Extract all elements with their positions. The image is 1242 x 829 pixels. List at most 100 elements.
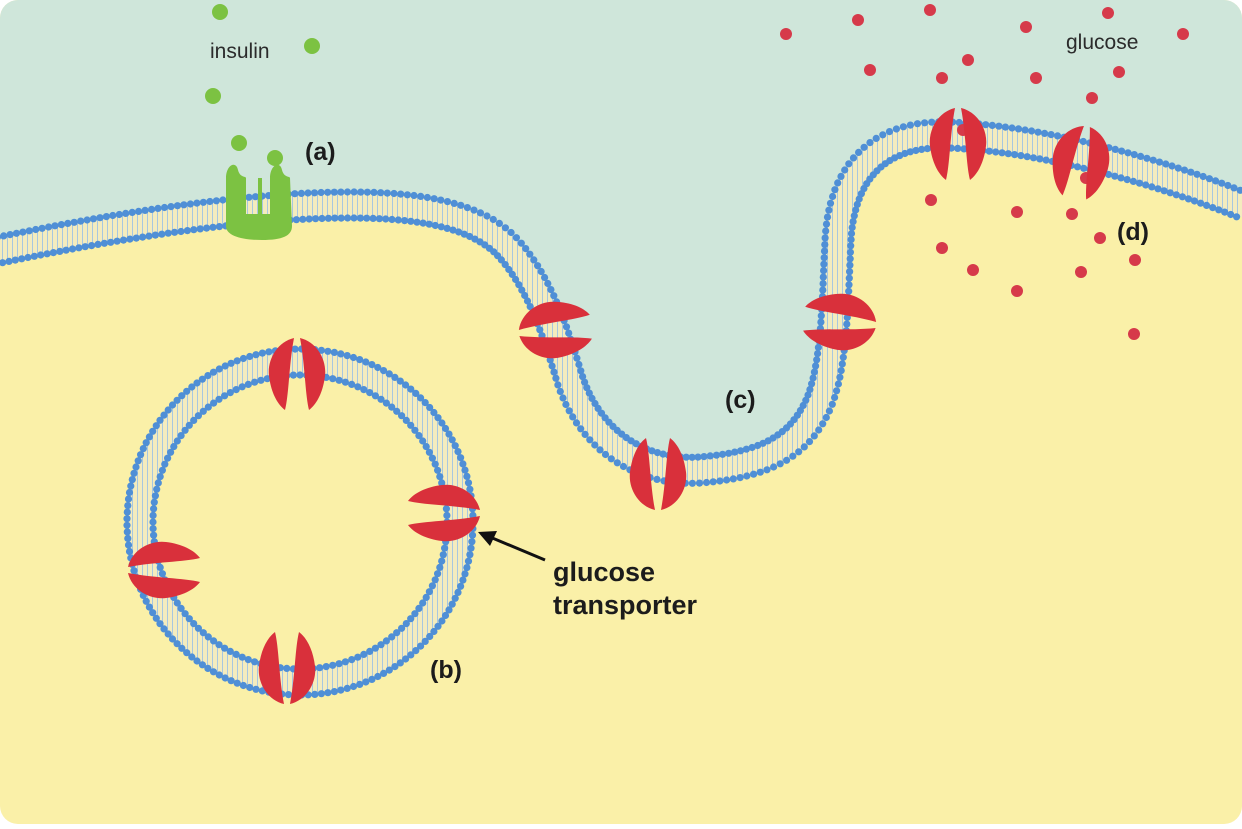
glucose-molecule (1086, 92, 1098, 104)
phospholipid-head (819, 286, 827, 294)
phospholipid-head (232, 386, 240, 394)
phospholipid-head (173, 396, 181, 404)
phospholipid-head (81, 243, 89, 251)
phospholipid-head (199, 407, 207, 415)
phospholipid-head (125, 547, 134, 556)
phospholipid-head (1203, 201, 1211, 209)
phospholipid-head (1178, 193, 1186, 201)
phospholipid-head (431, 460, 439, 468)
phospholipid-head (297, 189, 305, 197)
phospholipid-head (190, 620, 198, 628)
transporter-label-line1: glucose (553, 557, 655, 587)
transporter-half-left (408, 484, 480, 510)
phospholipid-head (822, 413, 830, 422)
phospholipid-head (523, 297, 532, 305)
phospholipid-head (995, 122, 1003, 130)
phospholipid-head (226, 389, 234, 397)
phospholipid-head (806, 385, 814, 394)
phospholipid-head (68, 245, 77, 253)
phospholipid-head (541, 273, 549, 282)
phospholipid-head (1205, 175, 1213, 183)
phospholipid-head (350, 188, 358, 196)
phospholipid-head (451, 442, 459, 450)
phospholipid-head (457, 582, 465, 590)
phospholipid-head (132, 463, 140, 471)
phospholipid-head (820, 254, 828, 262)
phospholipid-head (837, 172, 845, 180)
phospholipid-head (556, 387, 564, 396)
phospholipid-head (227, 359, 235, 367)
insulin-label: insulin (210, 40, 270, 63)
phospholipid-head (335, 376, 343, 384)
phospholipid-head (820, 247, 829, 255)
phospholipid-head (834, 179, 842, 187)
phospholipid-head (149, 511, 157, 519)
phospholipid-head (397, 190, 405, 198)
phospholipid-head (363, 188, 371, 196)
phospholipid-head (992, 148, 1000, 156)
phospholipid-head (19, 228, 27, 236)
phospholipid-head (156, 416, 164, 424)
phospholipid-head (94, 240, 102, 248)
phospholipid-head (246, 683, 254, 692)
phospholipid-head (330, 188, 338, 196)
phospholipid-head (292, 216, 300, 224)
phospholipid-head (158, 570, 166, 578)
phospholipid-head (221, 644, 229, 652)
phospholipid-head (1001, 123, 1010, 131)
phospholipid-head (441, 544, 449, 552)
phospholipid-head (0, 259, 7, 267)
phospholipid-head (265, 348, 273, 356)
phospholipid-head (284, 691, 293, 699)
phospholipid-head (829, 192, 837, 201)
phospholipid-head (178, 644, 186, 652)
phospholipid-head (464, 479, 473, 487)
phospholipid-head (565, 329, 573, 337)
phospholipid-head (212, 197, 220, 205)
phospholipid-head (348, 656, 356, 664)
transporter-half-left (128, 573, 200, 599)
phospholipid-head (154, 479, 162, 487)
phospholipid-head (312, 215, 320, 223)
phospholipid-head (695, 479, 704, 487)
glucose-molecule (1011, 206, 1023, 218)
phospholipid-head (619, 462, 628, 471)
phospholipid-head (834, 380, 843, 388)
phospholipid-head (252, 685, 260, 693)
phospholipid-head (819, 280, 827, 288)
phospholipid-head (847, 242, 855, 250)
phospholipid-head (421, 637, 429, 646)
phospholipid-head (468, 531, 477, 539)
phospholipid-head (581, 430, 589, 438)
phospholipid-head (955, 118, 963, 127)
phospholipid-head (1149, 156, 1157, 164)
phospholipid-head (756, 468, 764, 476)
phospholipid-head (423, 193, 431, 202)
phospholipid-head (215, 365, 223, 373)
phospholipid-head (70, 218, 78, 226)
phospholipid-head (1212, 177, 1220, 185)
phospholipid-head (167, 203, 175, 211)
phospholipid-head (517, 239, 525, 247)
phospholipid-head (354, 653, 362, 661)
phospholipid-head (190, 226, 198, 234)
phospholipid-head (238, 653, 246, 661)
glucose-molecule (924, 4, 936, 16)
phospholipid-head (263, 375, 271, 383)
phospholipid-head (128, 208, 136, 216)
phospholipid-head (849, 154, 858, 162)
phospholipid-head (380, 367, 388, 375)
phospholipid-head (186, 200, 194, 208)
phospholipid-head (64, 219, 72, 227)
phospholipid-head (257, 376, 265, 384)
phospholipid-head (1221, 208, 1229, 216)
transporter-half-left (1052, 125, 1084, 196)
phospholipid-head (148, 205, 156, 213)
phospholipid-head (330, 688, 338, 696)
phospholipid-head (130, 567, 138, 575)
phospholipid-head (38, 224, 46, 232)
phospholipid-head (809, 374, 817, 382)
phospholipid-head (554, 381, 562, 389)
phospholipid-head (125, 488, 134, 497)
phospholipid-head (115, 210, 123, 219)
